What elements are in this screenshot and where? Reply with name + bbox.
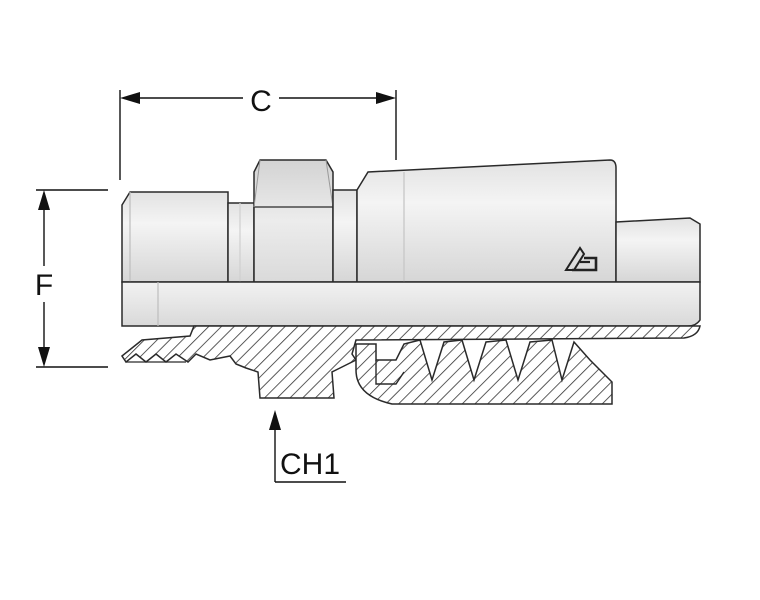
dimension-c-label: C: [250, 85, 272, 118]
dimension-c: C: [119, 85, 397, 180]
ferrule-section: [355, 339, 613, 405]
fitting-section-view: [120, 325, 701, 405]
nipple-section: [120, 325, 701, 399]
male-thread-end: [121, 191, 229, 283]
brand-logo-icon: [564, 246, 598, 272]
center-bore: [121, 281, 701, 327]
collar: [332, 189, 358, 283]
dimension-f: F: [35, 189, 108, 368]
dimension-ch1: CH1: [269, 410, 346, 483]
hex-nut: [253, 159, 334, 283]
neck: [227, 202, 255, 283]
dimension-f-label: F: [35, 269, 53, 302]
fitting-external-view: [121, 159, 701, 283]
hose-tail: [615, 217, 701, 283]
dimension-ch1-label: CH1: [280, 448, 340, 481]
